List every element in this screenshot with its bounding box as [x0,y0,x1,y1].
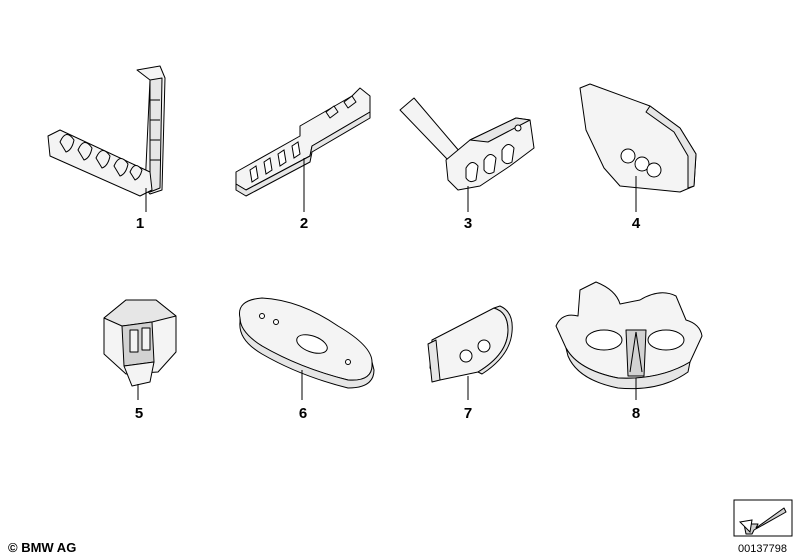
arrow-icon [733,499,793,537]
part-number-3: 3 [464,215,472,232]
part-1-illustration[interactable] [47,65,166,212]
part-number-5: 5 [135,405,143,422]
part-4-illustration[interactable] [579,83,697,212]
part-number-1: 1 [136,215,144,232]
part-number-6: 6 [299,405,307,422]
part-number-7: 7 [464,405,472,422]
part-number-8: 8 [632,405,640,422]
part-5-illustration[interactable] [103,299,177,400]
copyright-text: © BMW AG [8,540,76,555]
part-3-illustration[interactable] [399,97,535,212]
part-8-illustration[interactable] [555,281,703,400]
part-6-illustration[interactable] [238,297,375,400]
diagram-id: 00137798 [738,543,787,555]
part-7-illustration[interactable] [427,305,513,400]
part-number-2: 2 [300,215,308,232]
part-number-4: 4 [632,215,641,232]
part-2-illustration[interactable] [235,87,371,212]
